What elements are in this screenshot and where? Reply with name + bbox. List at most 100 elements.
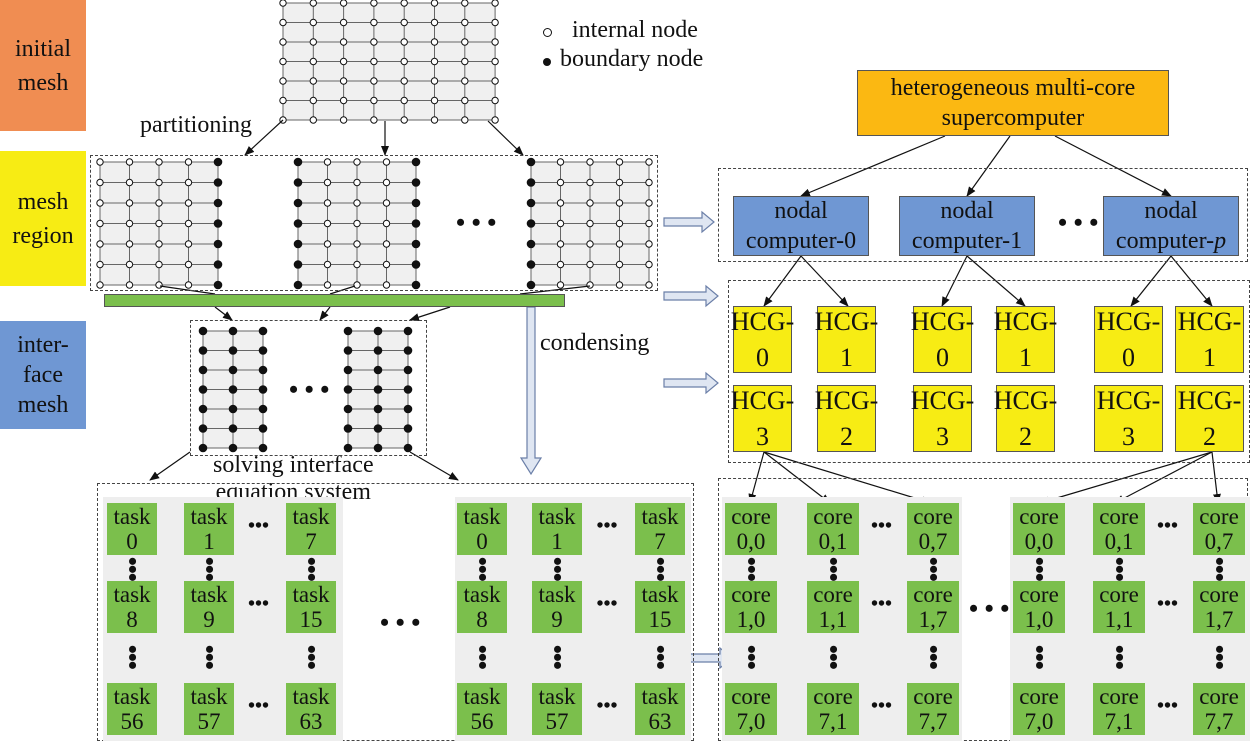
task-left-cell: task 8 [107, 581, 157, 633]
internal-node [96, 199, 104, 207]
internal-node [353, 178, 361, 187]
internal-node [586, 199, 594, 207]
boundary-node [411, 157, 421, 167]
boundary-node [213, 239, 223, 249]
internal-node [309, 116, 317, 124]
boundary-node [373, 385, 383, 394]
internal-node [370, 116, 378, 124]
internal-node [645, 281, 653, 289]
condensing-label: condensing [540, 330, 650, 356]
n0-hcg1 [800, 255, 849, 307]
hcg-0-2: HCG- 2 [814, 385, 879, 452]
task-left-col-ellipsis: • • • [128, 547, 138, 592]
boundary-node [411, 280, 421, 290]
internal-node [339, 0, 348, 7]
task-left-cell: task 0 [107, 503, 157, 555]
internal-node [279, 96, 287, 105]
core-left-cell: core 7,7 [907, 683, 959, 735]
task-right-row-ellipsis: ••• [596, 515, 618, 537]
internal-node [339, 38, 348, 46]
internal-node [370, 96, 378, 105]
core-left-cell: core 1,0 [725, 581, 777, 633]
boundary-node [293, 178, 303, 187]
internal-node-legend: internal node [572, 17, 698, 43]
core-left-col-ellipsis: • • • [829, 635, 839, 680]
internal-node [491, 18, 499, 27]
boundary-node [293, 157, 303, 167]
internal-node [382, 158, 391, 166]
boundary-node [293, 280, 303, 290]
hcg-core-1 [763, 451, 831, 504]
internal-node [461, 18, 469, 27]
task-left-cell: task 1 [184, 503, 234, 555]
internal-node [382, 260, 391, 269]
internal-node [353, 158, 361, 166]
internal-node [96, 281, 104, 289]
internal-node [323, 219, 332, 228]
hcg-core-5 [1211, 451, 1221, 504]
internal-node [615, 158, 624, 166]
internal-node [615, 281, 624, 289]
internal-node [323, 199, 332, 207]
internal-node [586, 178, 594, 187]
mesh-region-label: mesh region [0, 151, 86, 286]
boundary-node [373, 404, 383, 414]
core-right-row-ellipsis: ••• [1157, 593, 1179, 615]
internal-node [461, 57, 469, 66]
boundary-node [198, 404, 208, 414]
core-left-cell: core 0,1 [807, 503, 859, 555]
boundary-node [403, 404, 413, 414]
task-left-row-ellipsis: ••• [248, 695, 270, 717]
boundary-node [373, 443, 383, 453]
hcg-p-0: HCG- 0 [1094, 306, 1163, 373]
task-right-cell: task 63 [635, 683, 685, 735]
boundary-node [293, 239, 303, 249]
boundary-node [343, 385, 353, 394]
internal-node [184, 240, 193, 248]
mesh-region-grid-2 [526, 157, 653, 290]
internal-node [556, 281, 565, 289]
task-right-cell: task 57 [532, 683, 582, 735]
boundary-node [258, 346, 268, 355]
boundary-node [258, 385, 268, 394]
boundary-node [258, 365, 268, 375]
interface-mesh-container [190, 320, 427, 456]
nodal-container [718, 168, 1248, 262]
internal-node [323, 260, 332, 269]
internal-node [96, 260, 104, 269]
boundary-node [213, 178, 223, 187]
core-right-cell: core 1,1 [1093, 581, 1145, 633]
internal-node [96, 178, 104, 187]
mesh-region-grid-0 [96, 157, 223, 290]
internal-node [491, 96, 499, 105]
internal-node [279, 18, 287, 27]
core-right-col-ellipsis: • • • [1035, 547, 1045, 592]
internal-node [615, 219, 624, 228]
internal-node [353, 260, 361, 269]
task-left-cell: task 9 [184, 581, 234, 633]
hcg-core-3 [1039, 451, 1213, 505]
boundary-node [373, 365, 383, 375]
task-right-col-ellipsis: • • • [656, 547, 666, 592]
hcg-1-3: HCG- 3 [910, 385, 975, 452]
core-left-col-ellipsis: • • • [747, 635, 757, 680]
core-left-col-ellipsis: • • • [929, 547, 939, 592]
hcg-0-0: HCG- 0 [730, 306, 795, 373]
internal-node [370, 18, 378, 27]
boundary-node [411, 260, 421, 269]
bar-to-iface-0 [214, 306, 233, 321]
internal-node [370, 0, 378, 7]
internal-node [279, 0, 287, 7]
hcg-p-3: HCG- 3 [1094, 385, 1163, 452]
internal-node [382, 199, 391, 207]
boundary-node [293, 260, 303, 269]
internal-node [125, 199, 134, 207]
internal-node [400, 57, 408, 66]
boundary-node [343, 365, 353, 375]
internal-node [125, 281, 134, 289]
iface-to-solve-1 [409, 451, 459, 481]
internal-node [323, 281, 332, 289]
internal-node [430, 77, 439, 85]
internal-node [461, 38, 469, 46]
internal-node [615, 240, 624, 248]
